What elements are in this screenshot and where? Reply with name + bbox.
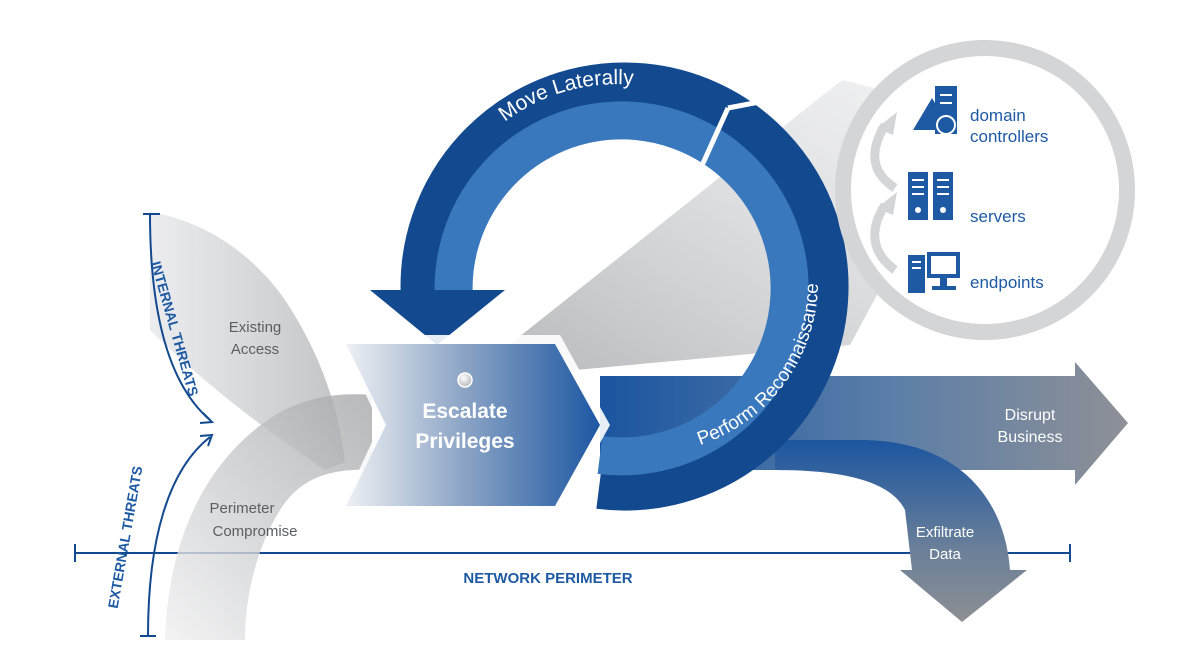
exfiltrate-data-line1: Exfiltrate — [916, 524, 974, 541]
internal-threats-bracket — [143, 213, 215, 424]
privilege-path-arrows — [870, 112, 898, 274]
network-perimeter-label: NETWORK PERIMETER — [463, 570, 632, 587]
perimeter-compromise-line2: Compromise — [212, 523, 297, 540]
lateral-movement-cycle — [370, 62, 849, 511]
escalate-label-line1: Escalate — [422, 400, 507, 423]
target-label-domain-line1: domain — [970, 106, 1026, 125]
servers-icon — [908, 172, 953, 220]
target-label-domain-line2: controllers — [970, 127, 1048, 146]
perimeter-compromise-line1: Perimeter — [209, 500, 274, 517]
origin-dot — [457, 372, 473, 388]
cycle-segment-divider — [687, 106, 731, 194]
disrupt-business-line2: Business — [998, 429, 1063, 446]
target-label-servers: servers — [970, 207, 1026, 226]
exfiltrate-data-arrow — [775, 440, 1027, 622]
existing-access-line1: Existing — [229, 319, 282, 336]
domain-controller-icon — [913, 86, 957, 135]
external-threats-bracket — [140, 433, 214, 637]
external-threats-label: EXTERNAL THREATS — [105, 465, 146, 610]
endpoint-computer-icon — [908, 252, 960, 293]
target-label-endpoints: endpoints — [970, 273, 1044, 292]
disrupt-business-line1: Disrupt — [1005, 407, 1056, 424]
existing-access-line2: Access — [231, 341, 279, 358]
perimeter-compromise-flow — [165, 394, 372, 640]
escalate-label-line2: Privileges — [415, 430, 514, 453]
exfiltrate-data-line2: Data — [929, 546, 961, 563]
cycle-arrowhead — [370, 290, 505, 345]
escalate-privileges-chevron — [338, 335, 610, 515]
